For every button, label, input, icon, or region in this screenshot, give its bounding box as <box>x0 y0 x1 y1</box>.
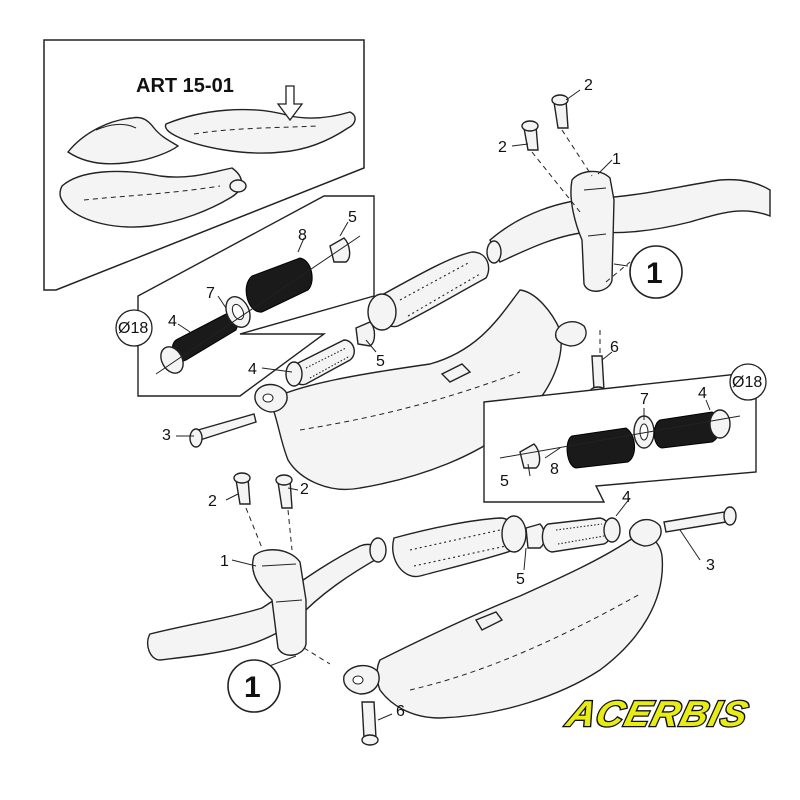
diameter-label-right: Ø18 <box>732 374 762 391</box>
callout-2-lower-left: 2 <box>208 493 217 510</box>
clamp-lower <box>251 549 307 656</box>
callouts: 2 2 1 1 8 5 7 4 4 5 6 3 7 4 8 5 4 5 2 2 … <box>162 77 715 720</box>
clamp-big-label-upper <box>629 245 683 299</box>
callout-4-right: 4 <box>698 385 707 402</box>
callout-2-top-right: 2 <box>584 77 593 94</box>
inset-guard-large <box>164 108 356 154</box>
lower-assembly <box>146 472 737 746</box>
callout-8-left: 8 <box>298 227 307 244</box>
callout-4-upper: 4 <box>248 361 257 378</box>
callout-5-right: 5 <box>500 473 509 490</box>
acerbis-logo: ACERBIS <box>561 692 755 735</box>
diameter-label-left: Ø18 <box>118 320 148 337</box>
wedge-washer-lower <box>525 523 546 549</box>
leader-lines <box>176 89 711 721</box>
callout-7-right: 7 <box>640 391 649 408</box>
callout-4-lower: 4 <box>622 489 631 506</box>
sleeve <box>245 257 313 313</box>
handguard-lower <box>376 535 664 719</box>
handlebar-upper <box>489 178 771 263</box>
callout-8-right: 8 <box>550 461 559 478</box>
callout-3-lower: 3 <box>706 557 715 574</box>
callout-2-lower-right: 2 <box>300 481 309 498</box>
screw-long-lower <box>663 511 727 533</box>
inset-guard-small <box>66 116 180 165</box>
bar-end-insert-lower <box>541 517 611 553</box>
wedge-washer-upper <box>355 321 376 347</box>
callout-6-lower: 6 <box>396 703 405 720</box>
wedge-washer-right <box>519 443 541 469</box>
mount-bolt-upper <box>591 355 605 391</box>
callout-5-upper: 5 <box>376 353 385 370</box>
callout-2-top-left: 2 <box>498 139 507 156</box>
callout-1-lower: 1 <box>220 553 229 570</box>
inset-title: ART 15-01 <box>136 75 234 97</box>
brand-logo-text: ACERBIS <box>562 694 753 734</box>
inset-guard-lower <box>59 167 243 228</box>
arrow-down-icon <box>276 85 304 122</box>
callout-6-upper: 6 <box>610 339 619 356</box>
callout-5-lower: 5 <box>516 571 525 588</box>
callout-1-big-lower: 1 <box>244 671 261 704</box>
callout-1-big-upper: 1 <box>646 257 663 290</box>
detail-box-left: Ø18 <box>115 195 375 397</box>
mount-bolt-lower <box>361 701 377 739</box>
callout-5-left: 5 <box>348 209 357 226</box>
clamp-upper <box>570 170 615 292</box>
diameter-circle <box>115 309 153 347</box>
inset-panel: ART 15-01 <box>43 39 365 291</box>
callout-3-upper: 3 <box>162 427 171 444</box>
callout-7-left: 7 <box>206 285 215 302</box>
callout-1-top: 1 <box>612 151 621 168</box>
screw-long-upper <box>197 413 257 441</box>
clamp-big-label-lower <box>227 659 281 713</box>
callout-4-left: 4 <box>168 313 177 330</box>
